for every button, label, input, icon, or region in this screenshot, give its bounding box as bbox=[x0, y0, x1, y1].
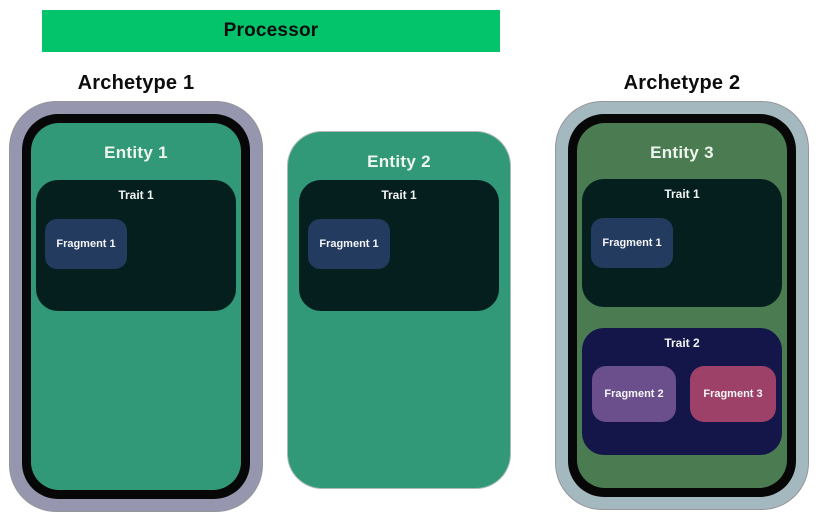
entity-2-fragment-1: Fragment 1 bbox=[308, 219, 390, 269]
archetype-1-inner-ring: Entity 1 Trait 1 Fragment 1 bbox=[22, 114, 250, 499]
entity-1-trait-1-title: Trait 1 bbox=[118, 188, 154, 202]
entity-3-fragment-2: Fragment 2 bbox=[592, 366, 676, 422]
entity-1-card: Entity 1 Trait 1 Fragment 1 bbox=[31, 123, 241, 490]
entity-3-fragment-1: Fragment 1 bbox=[591, 218, 673, 268]
entity-3-fragment-3: Fragment 3 bbox=[690, 366, 776, 422]
processor-label: Processor bbox=[223, 20, 319, 41]
archetype-1-label: Archetype 1 bbox=[77, 72, 195, 94]
entity-3-card: Entity 3 Trait 1 Fragment 1 Trait 2 Frag… bbox=[577, 123, 787, 488]
entity-1-title: Entity 1 bbox=[104, 143, 168, 162]
entity-2-card: Entity 2 Trait 1 Fragment 1 bbox=[288, 132, 510, 488]
archetype-2-label: Archetype 2 bbox=[623, 72, 741, 94]
archetype-1-card: Entity 1 Trait 1 Fragment 1 bbox=[10, 102, 262, 511]
entity-3-trait-2-title: Trait 2 bbox=[664, 336, 700, 350]
archetype-2-inner-ring: Entity 3 Trait 1 Fragment 1 Trait 2 Frag… bbox=[568, 114, 796, 497]
entity-3-trait-1-panel: Trait 1 Fragment 1 bbox=[582, 179, 782, 307]
entity-1-trait-1-panel: Trait 1 Fragment 1 bbox=[36, 180, 236, 311]
entity-3-trait-2-panel: Trait 2 Fragment 2 Fragment 3 bbox=[582, 328, 782, 455]
entity-3-trait-1-title: Trait 1 bbox=[664, 187, 700, 201]
entity-2-trait-1-title: Trait 1 bbox=[381, 188, 417, 202]
entity-3-title: Entity 3 bbox=[650, 143, 714, 162]
entity-1-fragment-1: Fragment 1 bbox=[45, 219, 127, 269]
entity-2-trait-1-panel: Trait 1 Fragment 1 bbox=[299, 180, 499, 311]
archetype-2-card: Entity 3 Trait 1 Fragment 1 Trait 2 Frag… bbox=[556, 102, 808, 509]
processor-bar: Processor bbox=[42, 10, 500, 52]
entity-2-title: Entity 2 bbox=[367, 152, 431, 171]
